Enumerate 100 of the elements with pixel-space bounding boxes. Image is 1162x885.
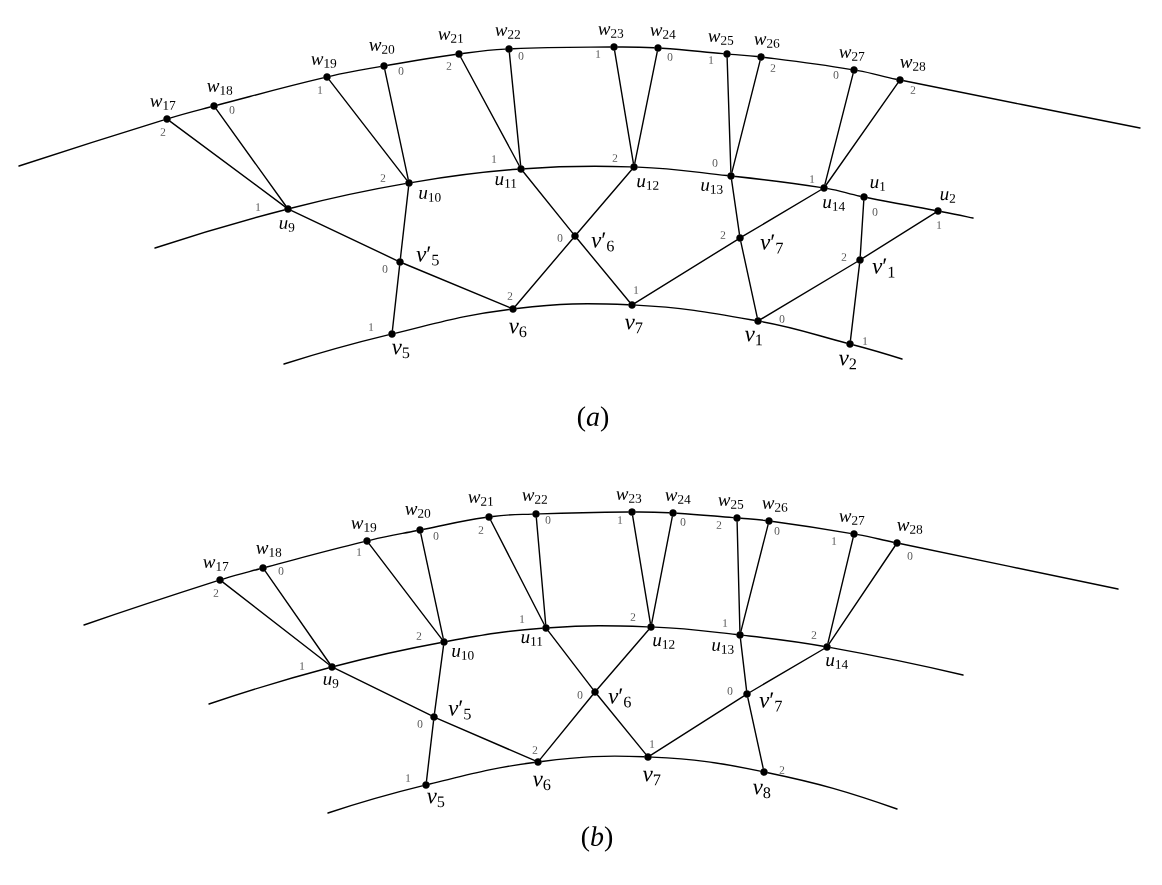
vertex-label: v$_{6}$ <box>508 322 527 338</box>
vertex-label: w$_{23}$ <box>616 491 642 503</box>
vertex-number: 1 <box>810 175 815 183</box>
arc-line <box>462 48 506 55</box>
arc-line <box>761 321 847 344</box>
vertex-label: w$_{26}$ <box>762 500 788 512</box>
arc-line <box>423 516 486 530</box>
vertex-label: w$_{24}$ <box>650 27 676 39</box>
vertex-label: w$_{27}$ <box>839 513 865 525</box>
vertex-label: u$_{1}$ <box>870 179 886 191</box>
vertex-label: v$_{7}$ <box>624 318 643 334</box>
vertex-label: v$_{5}$ <box>426 792 445 808</box>
edge-line <box>596 694 647 755</box>
vertex-number: 0 <box>577 691 583 699</box>
edge-line <box>736 521 741 632</box>
vertex-label: w$_{20}$ <box>405 506 431 518</box>
vertex-label: u$_{12}$ <box>637 178 659 190</box>
edge-line <box>731 60 761 173</box>
edge-line <box>539 694 594 760</box>
vertex-number: 2 <box>779 766 785 774</box>
vertex-number: 0 <box>907 552 913 560</box>
arc-line <box>395 308 510 334</box>
vertex-number: 1 <box>369 323 374 331</box>
edge-line <box>742 189 822 237</box>
arc-line <box>208 667 329 705</box>
vertex-label: v′$_{7}$ <box>760 234 783 254</box>
edge-line <box>631 515 652 624</box>
edge-line <box>576 238 631 303</box>
vertex-label: w$_{24}$ <box>665 492 691 504</box>
arc-line <box>743 634 824 647</box>
arc-line <box>734 175 821 189</box>
edge-line <box>514 238 574 307</box>
edge-line <box>825 82 899 186</box>
vertex-number: 2 <box>446 62 452 70</box>
vertex-label: u$_{10}$ <box>452 648 474 660</box>
edge-line <box>169 120 286 208</box>
arc-line <box>335 642 441 667</box>
vertex-label: u$_{12}$ <box>653 637 675 649</box>
vertex-label: w$_{20}$ <box>369 42 395 54</box>
panel-caption: (a) <box>577 406 609 432</box>
edge-line <box>651 516 673 624</box>
edge-line <box>425 720 435 782</box>
vertex-number: 0 <box>680 518 686 526</box>
arc-line <box>516 303 629 310</box>
vertex-number: 1 <box>618 516 623 524</box>
edge-line <box>490 519 545 626</box>
vertex-label: v′$_{7}$ <box>759 692 782 712</box>
vertex-number: 1 <box>256 203 261 211</box>
vertex-label: v′$_{6}$ <box>591 232 614 252</box>
arc-line <box>429 761 535 785</box>
arc-line <box>853 344 903 360</box>
vertex-label: v$_{8}$ <box>752 783 771 799</box>
arc-line <box>412 168 518 183</box>
edge-line <box>859 200 865 257</box>
vertex-number: 2 <box>380 174 386 182</box>
vertex-label: w$_{26}$ <box>754 36 780 48</box>
arc-line <box>512 46 611 50</box>
arc-line <box>900 543 1119 590</box>
edge-line <box>827 537 854 644</box>
edge-line <box>740 241 758 318</box>
arc-line <box>549 625 648 629</box>
vertex-label: u$_{14}$ <box>823 199 845 211</box>
vertex-label: w$_{18}$ <box>256 545 282 557</box>
edge-line <box>547 630 594 690</box>
arc-line <box>154 209 285 249</box>
vertex-number: 0 <box>229 106 235 114</box>
vertex-number: 0 <box>398 67 404 75</box>
vertex-number: 2 <box>811 631 817 639</box>
arc-line <box>857 69 897 80</box>
arc-line <box>767 772 898 810</box>
arc-line <box>676 512 734 519</box>
vertex-number: 2 <box>716 521 722 529</box>
vertex-number: 2 <box>507 292 513 300</box>
arc-line <box>654 626 737 636</box>
vertex-number: 1 <box>318 86 323 94</box>
arc-line <box>330 65 381 77</box>
vertex-number: 2 <box>720 231 726 239</box>
edge-line <box>433 645 445 714</box>
vertex-number: 1 <box>937 221 942 229</box>
arc-line <box>827 187 861 197</box>
vertex-label: v′$_{5}$ <box>416 246 439 266</box>
vertex-label: w$_{25}$ <box>708 33 734 45</box>
arc-line <box>740 517 766 522</box>
vertex-number: 0 <box>518 52 524 60</box>
arc-line <box>903 80 1141 129</box>
edge-line <box>849 263 861 341</box>
vertex-label: u$_{13}$ <box>712 642 734 654</box>
vertex-label: v′$_{1}$ <box>872 258 895 278</box>
edge-line <box>328 79 408 181</box>
vertex-label: u$_{9}$ <box>323 676 339 688</box>
arc-line <box>291 182 406 209</box>
edge-line <box>596 629 650 690</box>
arc-line <box>541 755 645 763</box>
vertex-label: u$_{13}$ <box>701 182 723 194</box>
vertex-number: 2 <box>478 526 484 534</box>
arc-line <box>170 106 211 119</box>
edge-line <box>828 545 896 645</box>
edge-line <box>391 265 401 331</box>
arc-line <box>661 47 724 55</box>
vertex-number: 0 <box>712 159 718 167</box>
